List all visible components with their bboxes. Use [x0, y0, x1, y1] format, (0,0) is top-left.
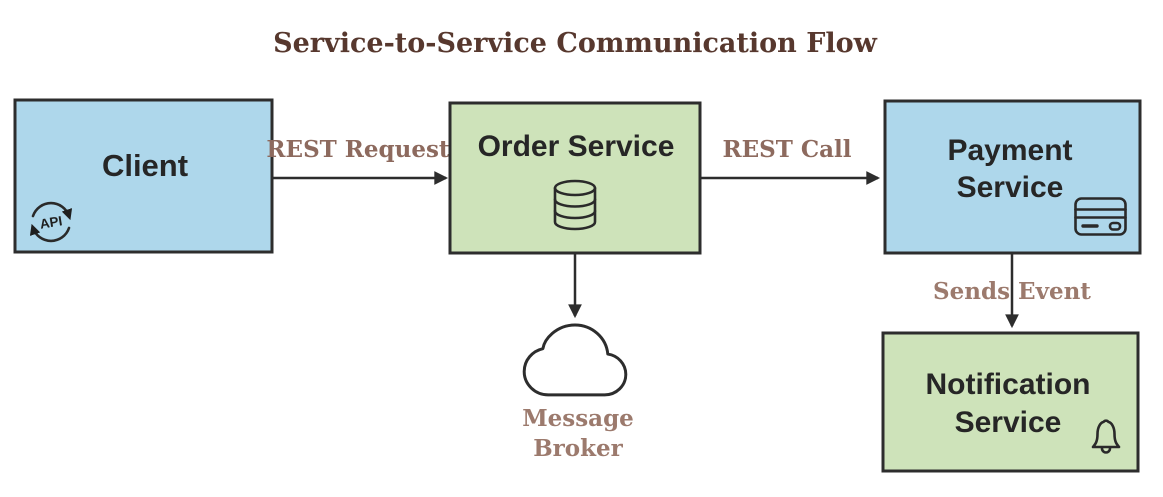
- order-service-node-box: [448, 101, 702, 255]
- cloud-icon: [522, 323, 628, 397]
- order-service-node: Order Service: [448, 101, 702, 255]
- client-node-label: Client: [102, 148, 188, 183]
- api-sync-icon: API: [29, 201, 73, 243]
- api-sync-top-arc: [31, 201, 73, 221]
- payment-service-node-label-line1: Payment: [947, 134, 1072, 167]
- message-broker-label-line1: Message: [522, 405, 634, 432]
- message-broker-label-line2: Broker: [533, 435, 623, 462]
- payment-service-node-box: [883, 99, 1142, 255]
- order-service-node-label: Order Service: [478, 130, 675, 163]
- notification-service-node-label-line1: Notification: [926, 368, 1091, 401]
- payment-service-node-label-line2: Service: [957, 171, 1064, 204]
- edge-label-rest-request: REST Request: [266, 136, 450, 163]
- credit-card-icon: [1074, 197, 1127, 236]
- api-icon-label: API: [39, 213, 64, 231]
- notification-service-node: Notification Service: [881, 331, 1140, 473]
- database-icon: [553, 179, 597, 231]
- bell-icon: [1091, 419, 1121, 454]
- payment-service-node: Payment Service: [883, 99, 1142, 255]
- client-node-box: [13, 98, 274, 254]
- edge-label-sends-event: Sends Event: [933, 278, 1091, 305]
- notification-service-node-label-line2: Service: [955, 406, 1062, 439]
- edge-label-rest-call: REST Call: [722, 136, 851, 163]
- client-node: Client API: [13, 98, 274, 254]
- notification-service-node-box: [881, 331, 1140, 473]
- diagram-title: Service-to-Service Communication Flow: [273, 28, 878, 59]
- api-sync-bottom-arc: [29, 223, 71, 243]
- message-broker-node: Message Broker: [522, 323, 634, 462]
